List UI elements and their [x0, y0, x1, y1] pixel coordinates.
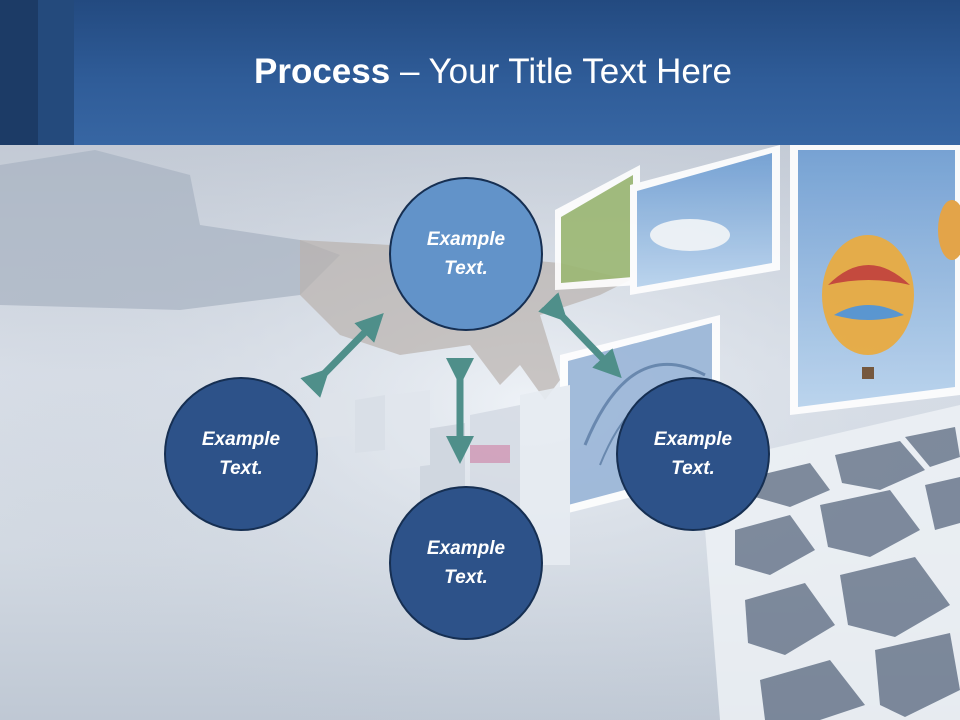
node-right-line2: Text.	[671, 458, 715, 479]
node-right-line1: Example	[653, 429, 733, 450]
node-left-line2: Text.	[219, 458, 263, 479]
arrow-top-left	[300, 313, 384, 398]
title-bold-part: Process	[254, 52, 391, 91]
node-top-line2: Text.	[444, 258, 488, 279]
title-banner	[0, 0, 960, 145]
slide-title[interactable]: Process – Your Title Text Here	[0, 52, 960, 92]
banner-stripe-inner	[38, 0, 74, 145]
node-left-line1: Example	[201, 429, 281, 450]
node-bottom-line2: Text.	[444, 567, 488, 588]
node-top-line1: Example	[426, 229, 506, 250]
banner-stripe-left	[0, 0, 38, 145]
arrow-top-right	[538, 292, 622, 379]
title-regular-part: – Your Title Text Here	[390, 52, 732, 91]
node-bottom-line1: Example	[426, 538, 506, 559]
